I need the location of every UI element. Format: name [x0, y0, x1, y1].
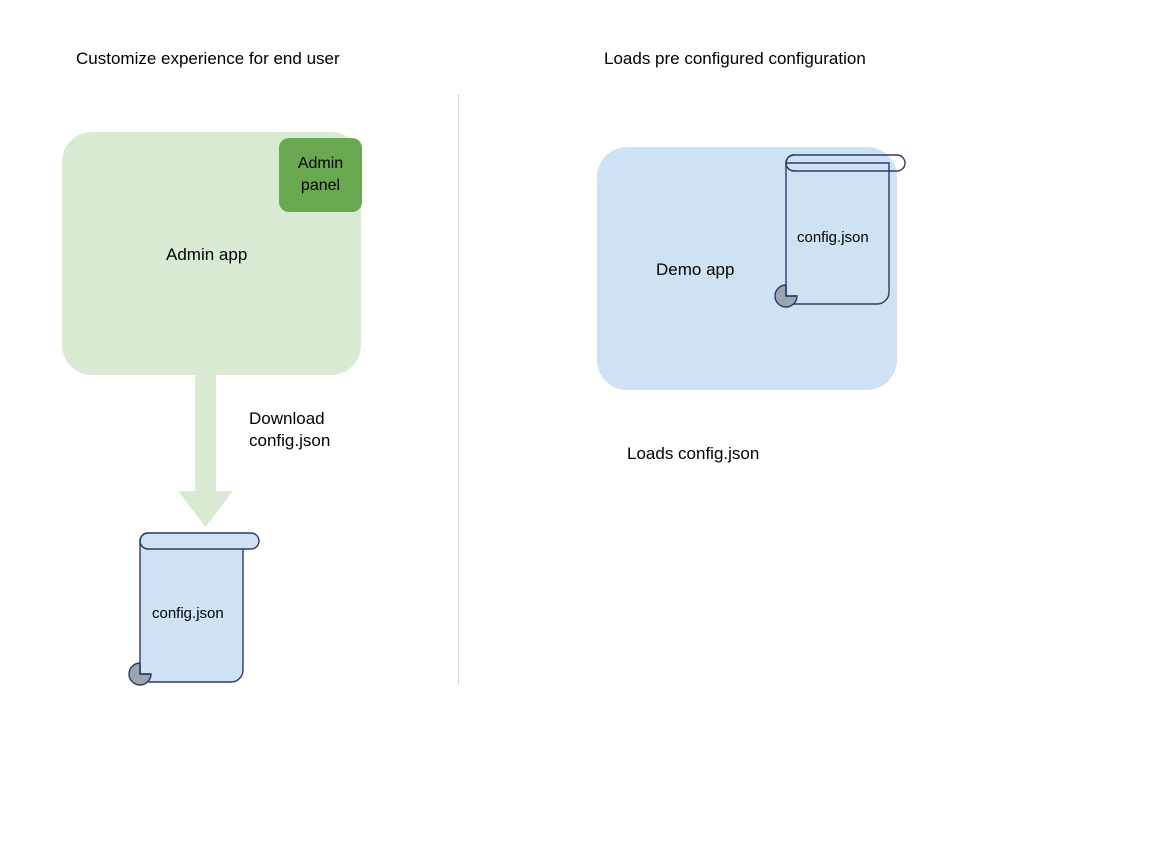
download-arrow-label-line2: config.json: [249, 431, 331, 450]
config-json-file-label: config.json: [152, 605, 224, 622]
loads-config-caption: Loads config.json: [627, 444, 760, 463]
download-arrow-icon: [178, 374, 233, 529]
right-column-caption: Loads pre configured configuration: [604, 49, 866, 68]
demo-app-label: Demo app: [656, 260, 735, 279]
download-arrow-label: Download config.json: [249, 408, 330, 452]
demo-app-box: Demo app: [597, 147, 897, 390]
config-json-file-downloaded[interactable]: config.json: [124, 530, 264, 690]
admin-panel-badge[interactable]: Admin panel: [279, 138, 362, 212]
column-divider: [458, 95, 459, 685]
left-column-caption: Customize experience for end user: [76, 49, 340, 68]
config-json-file-label: config.json: [797, 229, 869, 246]
admin-app-box: Admin app Admin panel: [62, 132, 362, 375]
download-arrow-label-line1: Download: [249, 409, 325, 428]
admin-app-label: Admin app: [166, 245, 248, 264]
config-json-file-loaded[interactable]: config.json: [770, 152, 910, 312]
